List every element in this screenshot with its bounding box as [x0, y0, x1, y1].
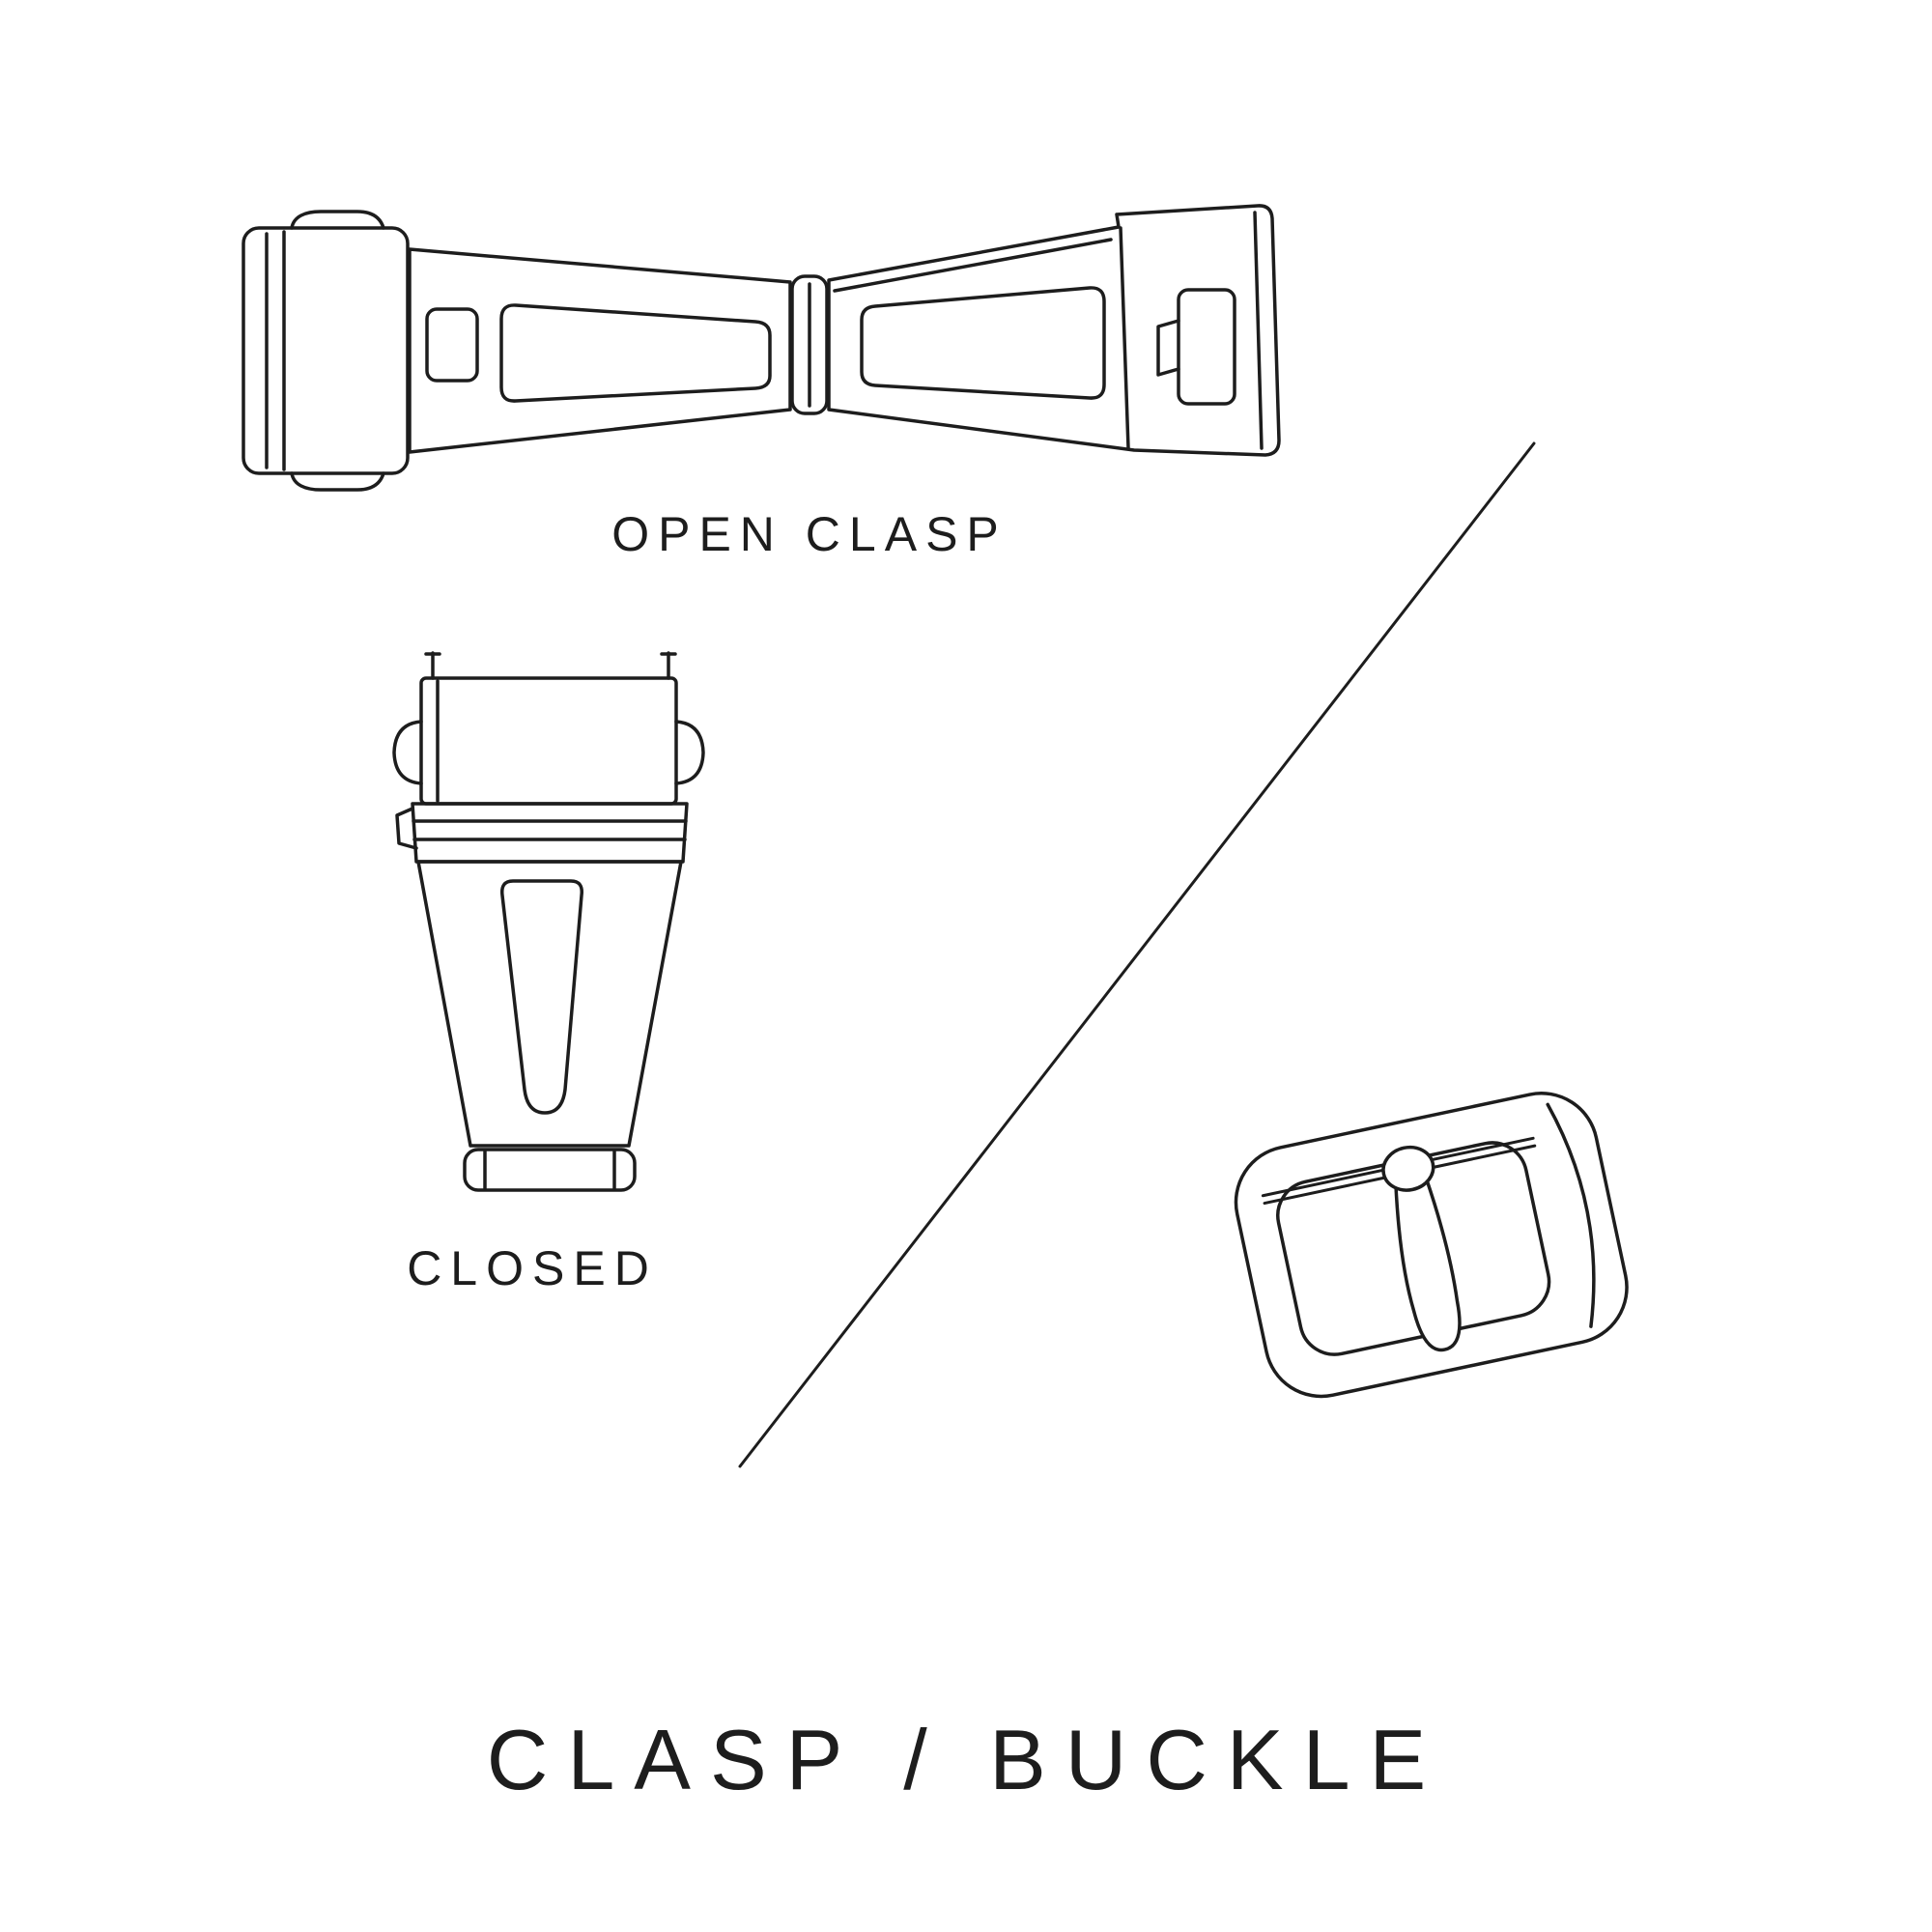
open-clasp-left-notch [425, 307, 479, 383]
closed-clasp-bottom-cap [463, 1148, 637, 1192]
diagonal-divider-line [738, 441, 1536, 1468]
open-clasp-left-arm [408, 247, 792, 454]
open-clasp-illustration [242, 204, 1281, 492]
open-clasp-keeper [1177, 288, 1236, 406]
buckle-prong-loop [1381, 1145, 1435, 1192]
buckle-prong [1394, 1176, 1462, 1352]
closed-clasp-label: CLOSED [407, 1241, 658, 1295]
open-clasp-keeper-hook [1156, 319, 1180, 377]
buckle-outer-bar-edge [1546, 1102, 1596, 1328]
closed-clasp-top-block [419, 676, 678, 806]
page-title: CLASP / BUCKLE [486, 1712, 1446, 1807]
open-clasp-left-window [499, 303, 772, 403]
closed-clasp-right-ear [674, 720, 705, 785]
closed-clasp-body-window [499, 879, 584, 1115]
buckle-frame-outer [1234, 1092, 1629, 1399]
closed-clasp-band [411, 802, 689, 864]
closed-clasp-body [416, 860, 683, 1148]
open-clasp-block-bottom-bump [290, 471, 385, 492]
closed-clasp-illustration [392, 651, 705, 1192]
buckle-illustration [1234, 1092, 1629, 1399]
open-clasp-block-top-bump [290, 210, 385, 230]
open-clasp-right-window [860, 286, 1106, 400]
open-clasp-right-arm [827, 204, 1281, 457]
open-clasp-hinge [790, 274, 829, 415]
closed-clasp-left-ear [392, 720, 423, 785]
open-clasp-label: OPEN CLASP [611, 507, 1008, 561]
open-clasp-block [242, 226, 410, 475]
